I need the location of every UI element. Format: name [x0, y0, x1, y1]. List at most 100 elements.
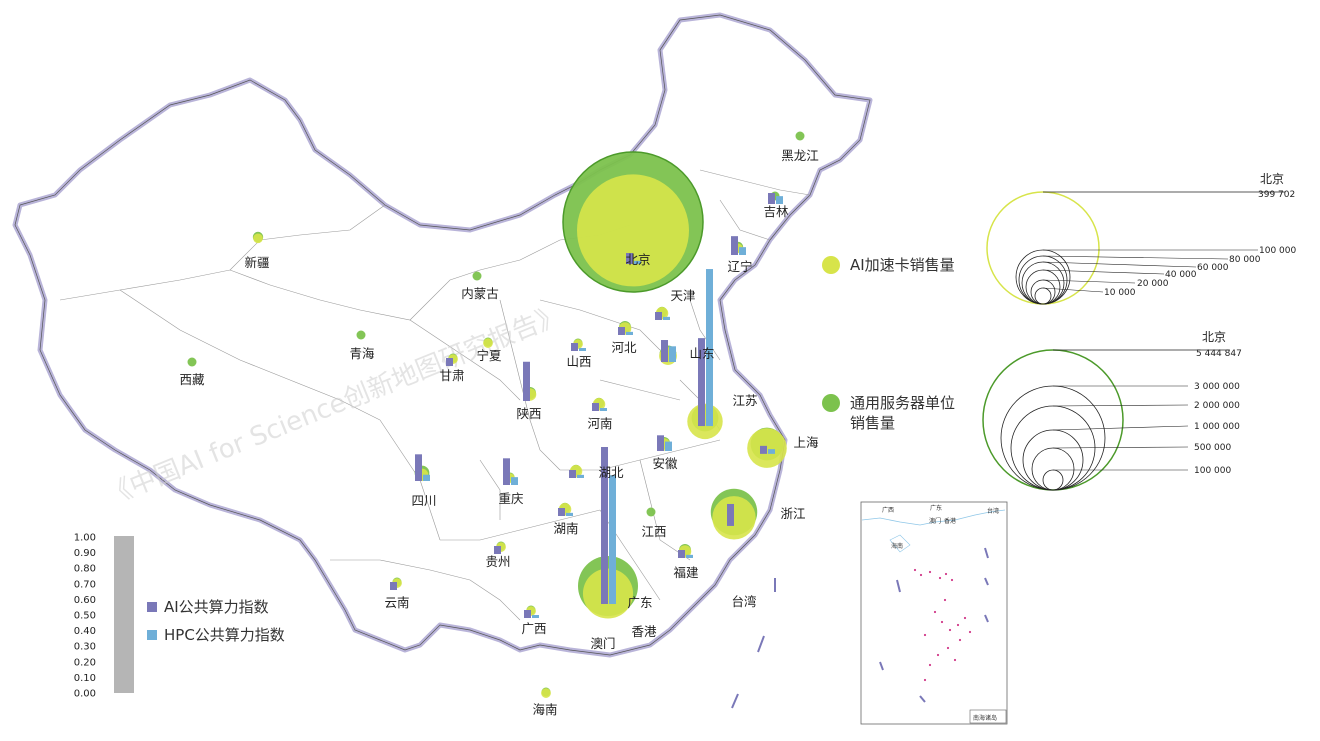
province-label-甘肃: 甘肃	[439, 368, 464, 383]
index-axis-bar	[114, 536, 134, 693]
ai-scale-circle	[1034, 287, 1052, 305]
hpc-index-bar-辽宁	[739, 247, 746, 255]
hpc-index-bar-北京	[634, 260, 641, 264]
inset-island-dot	[936, 653, 940, 657]
server-circle-内蒙古	[472, 271, 482, 281]
ai-index-bar-天津	[655, 312, 662, 320]
index-axis-tick: 0.80	[74, 564, 96, 575]
ai-index-bar-湖南	[558, 508, 565, 516]
ai-card-circle-北京	[577, 174, 689, 287]
hpc-index-bar-天津	[663, 316, 670, 320]
ai-index-bar-上海	[760, 445, 767, 454]
hpc-index-legend-label: HPC公共算力指数	[164, 626, 285, 644]
index-axis-tick: 0.10	[74, 673, 96, 684]
province-label-香港: 香港	[631, 624, 657, 639]
inset-island-dot	[913, 568, 917, 572]
hpc-index-bar-重庆	[511, 477, 518, 485]
china-outline-inner	[14, 14, 871, 656]
ai-card-circle-新疆	[253, 233, 263, 244]
server-circle-江西	[646, 507, 656, 517]
index-axis-tick: 0.00	[74, 689, 96, 700]
ai-index-bar-安徽	[657, 435, 664, 451]
ai-scale-step-label: 60 000	[1197, 263, 1229, 273]
server-scale-step-label: 3 000 000	[1194, 382, 1240, 392]
inset-island-dot	[956, 623, 960, 627]
ai-index-bar-浙江	[727, 503, 734, 526]
province-label-新疆: 新疆	[244, 255, 269, 270]
hpc-index-bar-河南	[600, 408, 607, 411]
inset-title: 南海诸岛	[973, 714, 997, 722]
server-scale-max-value: 5 444 847	[1196, 349, 1242, 359]
index-axis-tick: 0.70	[74, 579, 96, 590]
server-scale-circle	[1022, 429, 1084, 491]
index-axis-tick: 0.30	[74, 642, 96, 653]
ai-scale-circle	[1015, 249, 1071, 305]
province-label-广东: 广东	[627, 595, 652, 610]
province-label-青海: 青海	[349, 346, 375, 361]
ai-index-bar-河南	[592, 403, 599, 411]
ai-index-bar-四川	[415, 454, 422, 481]
province-label-上海: 上海	[793, 435, 819, 450]
province-label-河北: 河北	[611, 340, 637, 355]
province-label-四川: 四川	[411, 493, 436, 508]
map-marks	[187, 131, 805, 698]
server-legend-label-1: 通用服务器单位	[850, 394, 955, 412]
server-scale-max-city: 北京	[1202, 330, 1226, 344]
ai-scale-step-label: 40 000	[1165, 270, 1197, 280]
province-label-黑龙江: 黑龙江	[781, 148, 819, 163]
province-label-贵州: 贵州	[485, 554, 510, 569]
ai-index-bar-吉林	[768, 193, 775, 204]
ai-index-bar-湖北	[569, 470, 576, 478]
province-label-河南: 河南	[587, 416, 612, 431]
ai-index-bar-福建	[678, 550, 685, 558]
inset-island-dot	[968, 630, 972, 634]
index-axis-tick: 0.20	[74, 657, 96, 668]
hpc-index-bar-四川	[423, 474, 430, 481]
hpc-index-bar-广西	[532, 615, 539, 618]
ai-scale-max-value: 399 702	[1258, 190, 1295, 200]
server-circle-黑龙江	[795, 131, 805, 141]
province-label-福建: 福建	[673, 565, 699, 580]
ai-scale-circle	[1025, 269, 1061, 305]
ai-card-swatch	[822, 256, 840, 274]
hpc-index-bar-广东	[609, 475, 616, 604]
ai-scale-step-label: 100 000	[1259, 246, 1296, 256]
province-label-安徽: 安徽	[652, 456, 678, 471]
inset-label-guangdong: 广东	[930, 504, 942, 512]
ai-scale-circle	[1021, 261, 1065, 305]
province-label-内蒙古: 内蒙古	[461, 286, 499, 301]
south-sea-inset: 广西 广东 澳门 香港 台湾 海南 南海诸岛	[860, 501, 1008, 725]
server-scale-step-label: 2 000 000	[1194, 401, 1240, 411]
ai-scale-step-label: 20 000	[1137, 279, 1169, 289]
province-label-广西: 广西	[521, 621, 546, 636]
inset-frame	[860, 501, 1008, 725]
ai-card-circle-海南	[541, 688, 551, 698]
server-scale-circle	[1042, 469, 1064, 491]
inset-island-dot	[943, 598, 947, 602]
ai-card-legend: AI加速卡销售量	[822, 256, 955, 274]
inset-island-dot	[950, 578, 954, 582]
index-axis-tick: 0.50	[74, 611, 96, 622]
inset-island-dot	[946, 646, 950, 650]
inset-label-macau: 澳门	[929, 517, 941, 525]
inset-label-hainan: 海南	[891, 542, 903, 550]
ai-scale-max-city: 北京	[1260, 172, 1284, 186]
ai-scale-step-label: 10 000	[1104, 288, 1136, 298]
province-label-江苏: 江苏	[732, 393, 757, 408]
server-scale-circle	[1000, 385, 1106, 491]
hpc-index-bar-山西	[579, 348, 586, 351]
index-axis-tick: 0.40	[74, 626, 96, 637]
server-circle-西藏	[187, 357, 197, 367]
province-label-澳门: 澳门	[590, 636, 615, 651]
inset-island-dot	[923, 633, 927, 637]
server-swatch	[822, 394, 840, 412]
province-label-吉林: 吉林	[763, 204, 789, 219]
inset-label-hongkong: 香港	[944, 517, 956, 525]
inset-island-dot	[928, 570, 932, 574]
ai-index-bar-广东	[601, 446, 608, 604]
inset-island-dot	[940, 620, 944, 624]
hpc-index-bar-湖南	[566, 512, 573, 516]
index-axis-tick: 1.00	[74, 533, 96, 544]
hpc-index-bar-上海	[768, 449, 775, 454]
server-scale-circle	[1031, 447, 1075, 491]
